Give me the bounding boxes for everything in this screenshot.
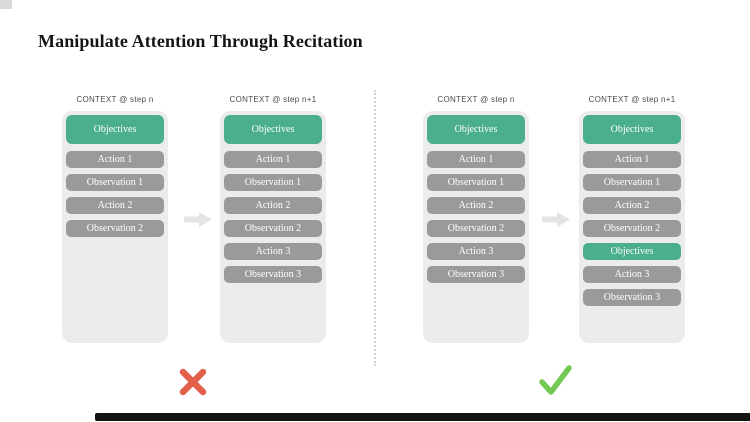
dotted-divider — [374, 90, 376, 366]
context-item: Observation 2 — [224, 220, 322, 237]
context-column-label: CONTEXT @ step n — [437, 95, 515, 104]
context-item: Action 3 — [427, 243, 525, 260]
context-item: Action 2 — [583, 197, 681, 214]
context-item: Observation 1 — [583, 174, 681, 191]
context-item: Action 2 — [224, 197, 322, 214]
slide-title: Manipulate Attention Through Recitation — [38, 31, 363, 51]
context-item: Action 1 — [224, 151, 322, 168]
context-item: Observation 3 — [224, 266, 322, 283]
context-item: Observation 3 — [427, 266, 525, 283]
arrow-right-icon — [542, 212, 570, 227]
context-column-label: CONTEXT @ step n — [76, 95, 154, 104]
context-item: Observation 2 — [583, 220, 681, 237]
bottom-bar — [95, 413, 750, 421]
corner-artifact — [0, 0, 12, 9]
context-column-label: CONTEXT @ step n+1 — [588, 95, 676, 104]
context-item: Action 1 — [427, 151, 525, 168]
objectives-item: Objectives — [583, 115, 681, 144]
check-icon — [539, 365, 572, 395]
context-item: Observation 1 — [224, 174, 322, 191]
context-item: Action 2 — [427, 197, 525, 214]
context-item: Action 1 — [583, 151, 681, 168]
context-item: Observation 2 — [427, 220, 525, 237]
context-item: Observation 2 — [66, 220, 164, 237]
context-item: Action 3 — [583, 266, 681, 283]
objectives-item: Objectives — [583, 243, 681, 260]
objectives-item: Objectives — [66, 115, 164, 144]
arrow-right-icon — [184, 212, 212, 227]
context-column-label: CONTEXT @ step n+1 — [229, 95, 317, 104]
objectives-item: Objectives — [224, 115, 322, 144]
context-item: Observation 3 — [583, 289, 681, 306]
context-item: Observation 1 — [66, 174, 164, 191]
context-item: Observation 1 — [427, 174, 525, 191]
objectives-item: Objectives — [427, 115, 525, 144]
cross-icon — [179, 368, 207, 396]
context-item: Action 3 — [224, 243, 322, 260]
context-item: Action 1 — [66, 151, 164, 168]
context-item: Action 2 — [66, 197, 164, 214]
